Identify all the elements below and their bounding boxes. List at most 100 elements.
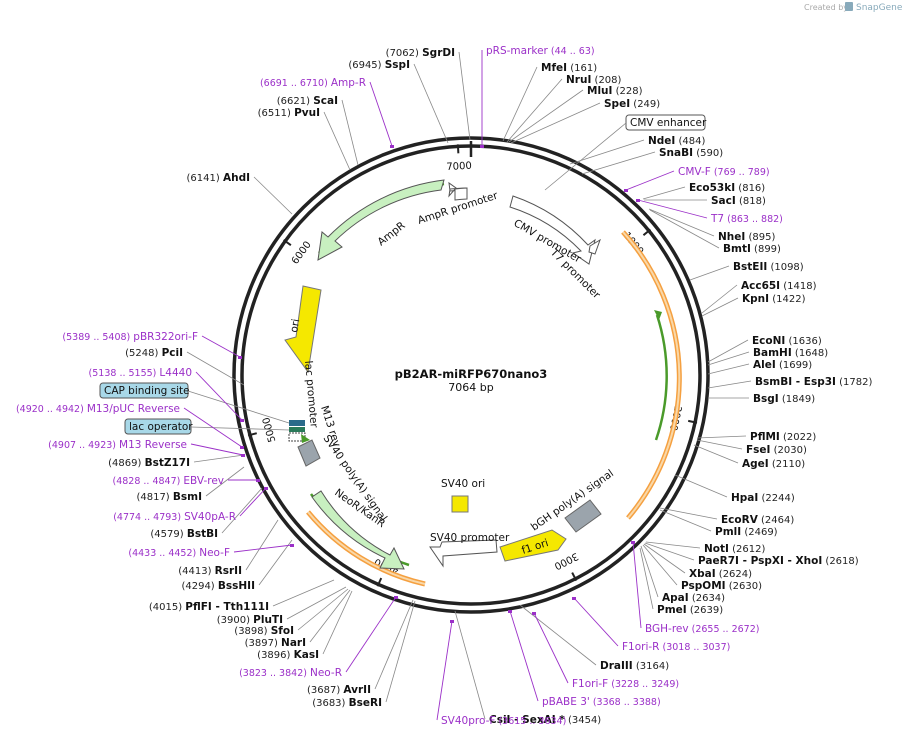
site-label: (3896) KasI	[257, 590, 353, 661]
lac-operator-leader	[190, 426, 290, 431]
site-name: SnaBI (590)	[659, 147, 723, 159]
primer-range: (44 .. 63)	[548, 46, 595, 57]
site-label: SnaBI (590)	[581, 147, 723, 175]
site-position: (4869)	[108, 458, 144, 469]
primer-mark	[394, 596, 398, 599]
site-leader	[649, 209, 720, 249]
site-enzyme: BsmBI - Esp3I	[755, 376, 836, 388]
primer-title: pBABE 3'	[542, 696, 590, 708]
site-label: BmtI (899)	[649, 209, 781, 255]
primer-range: (4774 .. 4793)	[113, 512, 184, 523]
site-label: (6511) PvuI	[258, 107, 351, 171]
site-label: (6141) AhdI	[187, 172, 293, 215]
primer-range: (4920 .. 4942)	[16, 404, 87, 415]
site-name: (4294) BssHII	[181, 580, 255, 592]
site-name: (3683) BseRI	[312, 697, 382, 709]
primer-range: (3615 .. 3634)	[495, 716, 566, 727]
site-label: (6945) SspI	[348, 59, 449, 144]
site-leader	[643, 543, 686, 574]
site-leader	[454, 610, 486, 720]
site-position: (1699)	[776, 360, 813, 371]
site-name: PaeR7I - PspXI - XhoI (2618)	[698, 555, 859, 567]
site-position: (1849)	[779, 394, 816, 405]
orf-arc-neo-inner	[307, 511, 426, 585]
sv40-polya-box	[297, 439, 321, 467]
site-enzyme: BsgI	[753, 393, 779, 405]
site-leader	[696, 439, 743, 450]
bgh-polya-box	[564, 499, 602, 533]
primer-title: F1ori-R	[622, 641, 659, 653]
site-label: (3683) BseRI	[312, 600, 416, 709]
orf-arc-mirfp-inner	[622, 231, 681, 519]
primer-title: T7	[710, 213, 724, 225]
site-label: BamHI (1648)	[707, 347, 828, 366]
site-name: (3898) SfoI	[234, 625, 294, 637]
backbone-outer	[232, 136, 710, 614]
site-label: SpeI (249)	[510, 98, 660, 144]
site-enzyme: NotI	[704, 543, 729, 555]
site-name: BsmBI - Esp3I (1782)	[755, 376, 872, 388]
site-name: SacI (818)	[711, 195, 766, 207]
site-leader	[297, 588, 349, 631]
translation-arrowhead	[654, 310, 662, 320]
site-name: XbaI (2624)	[689, 568, 752, 580]
site-name: PmeI (2639)	[657, 604, 723, 616]
m13-rev-arrow	[301, 434, 310, 443]
site-enzyme: NruI	[566, 74, 591, 86]
primer-title: Amp-R	[331, 77, 366, 89]
site-label: KpnI (1422)	[701, 293, 806, 317]
ruler-tick	[247, 432, 258, 437]
site-enzyme: BstBI	[187, 528, 218, 540]
site-leader	[286, 586, 347, 620]
site-label: PaeR7I - PspXI - XhoI (2618)	[644, 542, 859, 567]
site-name: HpaI (2244)	[731, 492, 795, 504]
site-name: Acc65I (1418)	[741, 280, 817, 292]
site-name: (5248) PciI	[125, 347, 183, 359]
site-enzyme: BstEII	[733, 261, 767, 273]
site-position: (7062)	[386, 48, 422, 59]
site-leader	[506, 78, 563, 143]
site-enzyme: AgeI	[742, 458, 769, 470]
site-position: (2639)	[687, 605, 724, 616]
site-name: (3900) PluTI	[217, 614, 283, 626]
site-leader	[648, 208, 715, 237]
site-leader	[659, 509, 712, 532]
feature-label-ampr: AmpR	[375, 220, 407, 249]
primer-label: SV40pro-F (3615 .. 3634)	[436, 620, 566, 727]
site-name: PspOMI (2630)	[681, 580, 762, 592]
cmv-enhancer-leader	[544, 122, 627, 191]
primer-mark	[624, 189, 628, 192]
site-position: (2110)	[769, 459, 806, 470]
primer-name: (6691 .. 6710) Amp-R	[260, 77, 366, 89]
site-position: (6945)	[348, 60, 384, 71]
site-enzyme: PciI	[162, 347, 183, 359]
site-leader	[258, 539, 293, 586]
primer-label: F1ori-R (3018 .. 3037)	[572, 597, 730, 653]
site-enzyme: MluI	[587, 85, 612, 97]
ruler-tick	[571, 572, 578, 582]
ruler-tick	[376, 577, 383, 587]
primer-title: pRS-marker	[486, 45, 549, 57]
site-position: (1636)	[785, 336, 822, 347]
cmv-promoter-arrow	[509, 195, 596, 265]
site-label: MluI (228)	[508, 85, 643, 143]
site-name: AgeI (2110)	[742, 458, 805, 470]
site-position: (816)	[735, 183, 765, 194]
primer-leader	[632, 541, 642, 629]
site-label: PmeI (2639)	[639, 547, 723, 616]
t7-promoter-arrow	[588, 238, 601, 255]
ruler-tick	[283, 239, 292, 247]
site-enzyme: BseRI	[349, 697, 382, 709]
site-enzyme: SspI	[385, 59, 410, 71]
site-enzyme: HpaI	[731, 492, 758, 504]
primer-label: pRS-marker (44 .. 63)	[480, 45, 595, 148]
site-enzyme: PmlI	[715, 526, 741, 538]
site-leader	[322, 590, 353, 655]
primer-label: (4774 .. 4793) SV40pA-R	[113, 487, 268, 523]
site-name: (7062) SgrDI	[386, 47, 455, 59]
site-name: (4869) BstZ17I	[108, 457, 190, 469]
site-name: EcoRV (2464)	[721, 514, 794, 526]
site-name: Eco53kI (816)	[689, 182, 765, 194]
primer-mark	[240, 446, 244, 449]
primer-mark	[636, 199, 640, 202]
